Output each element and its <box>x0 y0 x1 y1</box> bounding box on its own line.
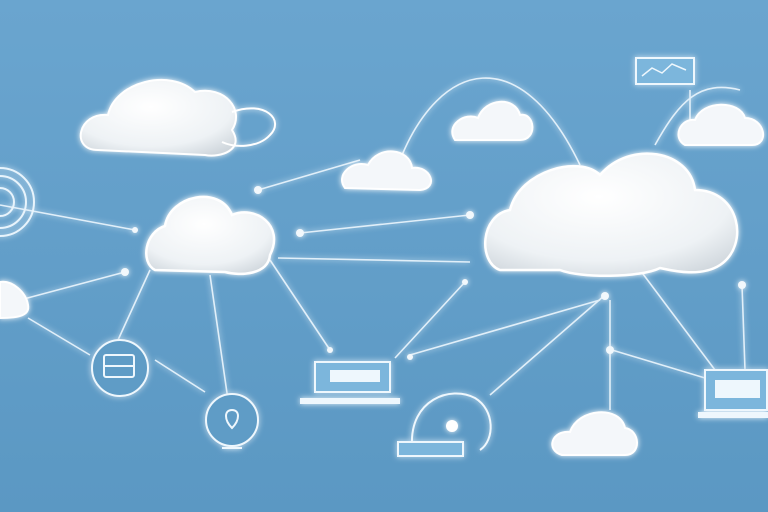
cloud-icon <box>551 411 638 456</box>
cloud-icon <box>145 195 276 276</box>
laptop-icon <box>300 361 400 404</box>
link <box>741 284 746 371</box>
link <box>277 257 471 263</box>
link <box>0 204 136 231</box>
node <box>738 281 746 289</box>
cloud-icon <box>0 280 30 320</box>
link <box>639 269 716 371</box>
link <box>117 269 151 341</box>
cloud-icon <box>677 103 765 146</box>
cloud-icon <box>341 150 432 192</box>
node <box>327 347 333 353</box>
link <box>269 259 331 351</box>
laptop-icon <box>698 369 768 418</box>
link <box>154 359 206 393</box>
node <box>601 292 609 300</box>
network-links <box>0 77 746 410</box>
link <box>489 294 606 396</box>
node <box>132 227 138 233</box>
node <box>121 268 129 276</box>
node <box>462 279 468 285</box>
monitor-icon <box>397 392 492 457</box>
link <box>654 86 741 146</box>
node <box>296 229 304 237</box>
pin-icon <box>205 393 259 449</box>
link <box>611 349 706 379</box>
node <box>466 211 474 219</box>
link <box>19 271 126 301</box>
link <box>299 214 471 234</box>
signal-icon <box>0 167 35 237</box>
node <box>606 346 614 354</box>
link <box>394 281 466 359</box>
cloud-icon <box>484 152 739 278</box>
link <box>399 77 581 166</box>
node <box>407 354 413 360</box>
cloud-icon <box>79 78 276 157</box>
link <box>409 299 601 356</box>
link <box>27 317 91 356</box>
link <box>257 159 361 191</box>
cloud-icon <box>451 100 534 141</box>
network-nodes <box>121 186 746 360</box>
graph-icon <box>635 57 695 85</box>
node <box>254 186 262 194</box>
link <box>209 274 229 401</box>
server-icon <box>91 339 149 397</box>
